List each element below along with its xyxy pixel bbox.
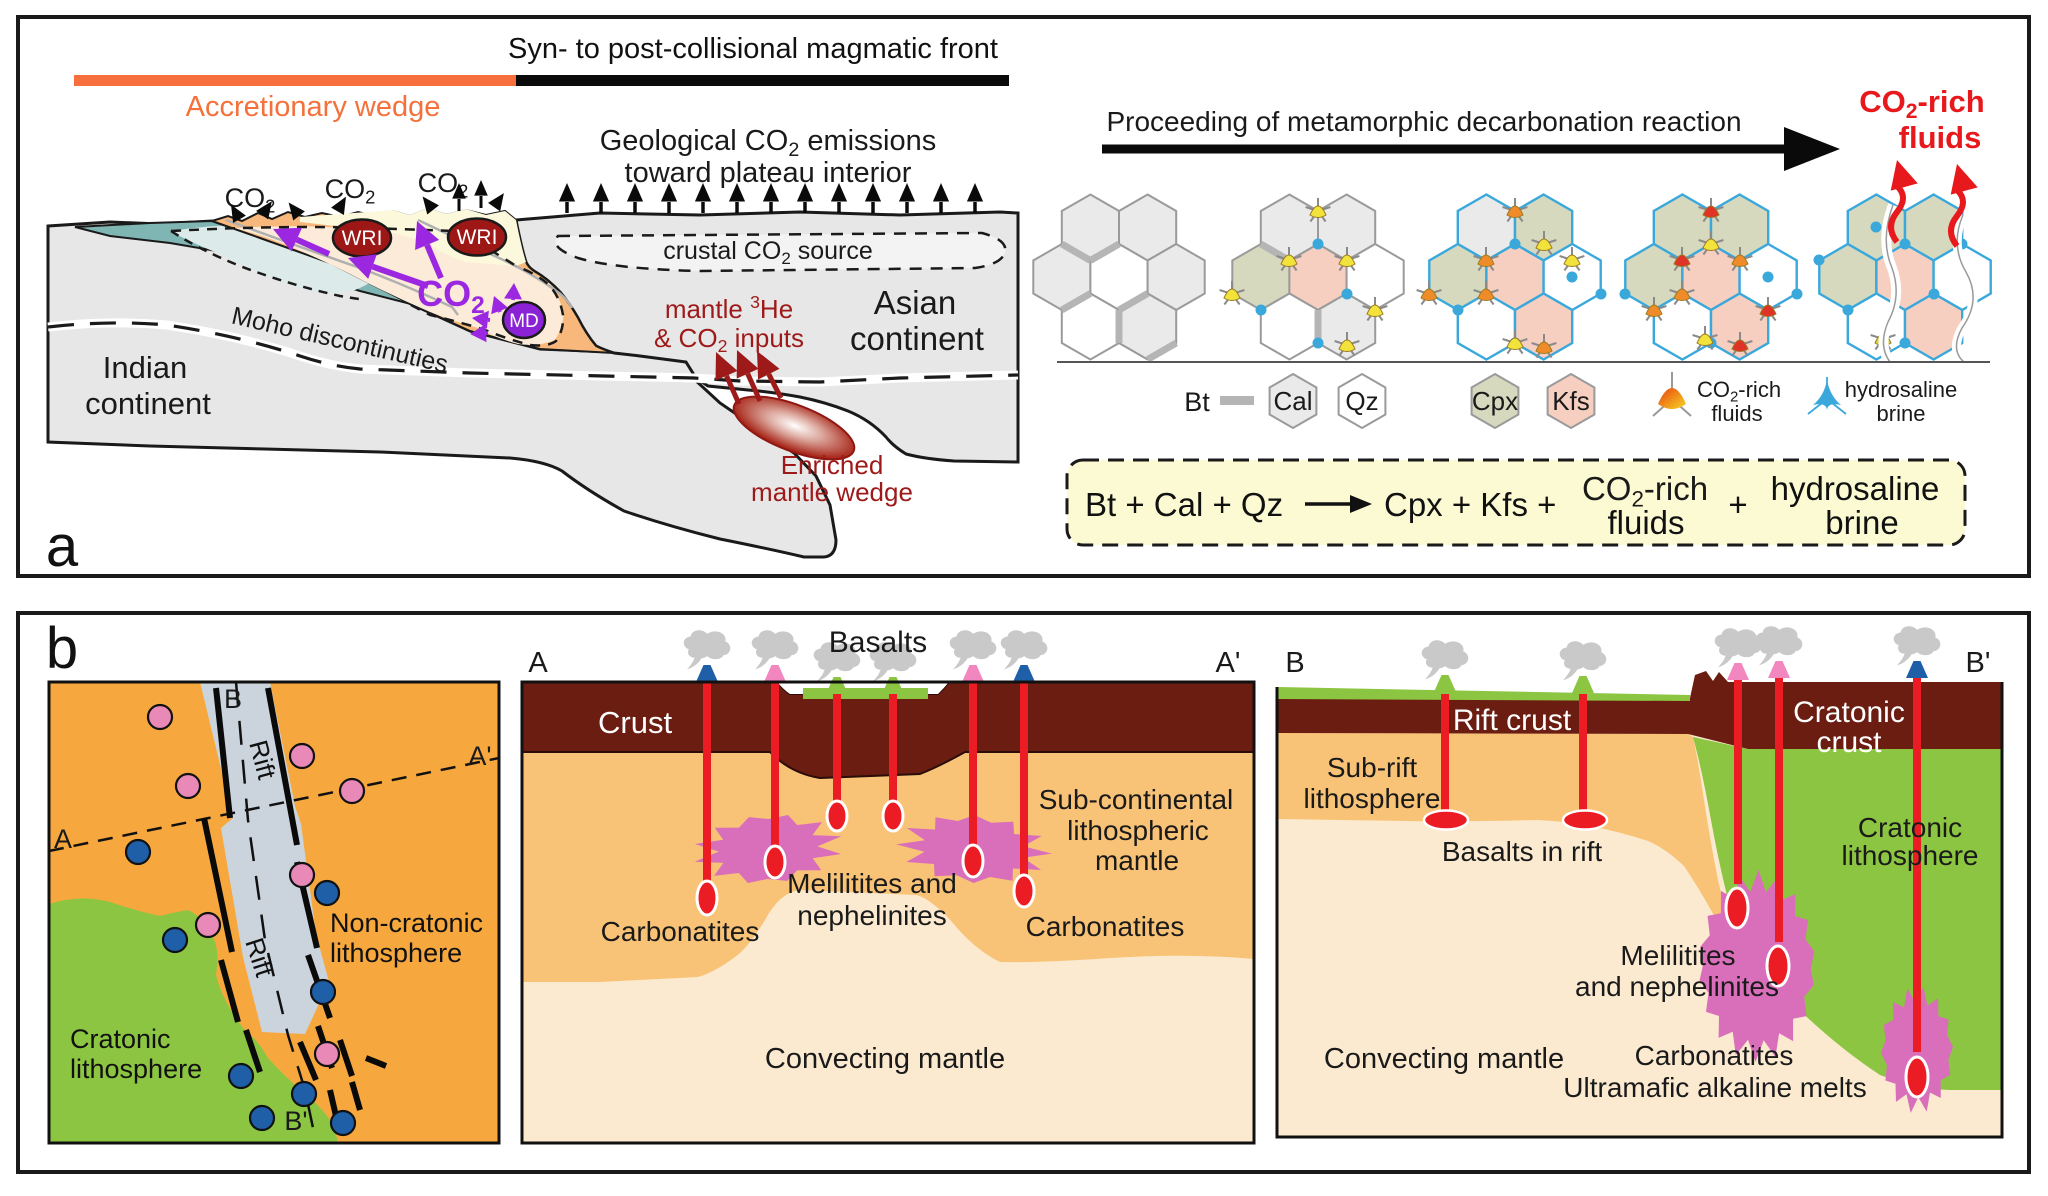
svg-text:brine: brine (1825, 504, 1898, 541)
svg-text:Basalts: Basalts (829, 626, 927, 659)
svg-text:lithosphere: lithosphere (330, 938, 462, 968)
svg-text:Cratonic: Cratonic (1793, 696, 1905, 729)
svg-text:Sub-continental: Sub-continental (1039, 784, 1234, 815)
svg-text:Carbonatites: Carbonatites (1635, 1040, 1794, 1071)
svg-text:B': B' (1966, 647, 1991, 679)
svg-text:Carbonatites: Carbonatites (601, 916, 760, 947)
svg-text:Proceeding of metamorphic deca: Proceeding of metamorphic decarbonation … (1106, 106, 1741, 137)
svg-text:mantle wedge: mantle wedge (751, 477, 913, 507)
svg-text:a: a (46, 514, 79, 579)
svg-text:Convecting mantle: Convecting mantle (1324, 1043, 1564, 1075)
svg-text:Sub-rift: Sub-rift (1327, 752, 1417, 783)
svg-text:Rift crust: Rift crust (1453, 704, 1572, 737)
svg-text:Cratonic: Cratonic (1858, 812, 1962, 843)
svg-text:crust: crust (1816, 726, 1882, 759)
svg-text:brine: brine (1877, 401, 1926, 426)
svg-text:hydrosaline: hydrosaline (1771, 470, 1940, 507)
svg-text:Bt + Cal + Qz: Bt + Cal + Qz (1085, 486, 1283, 523)
svg-text:A': A' (468, 741, 491, 771)
svg-text:+: + (1728, 486, 1747, 523)
svg-text:toward plateau interior: toward plateau interior (625, 157, 912, 189)
svg-text:Convecting mantle: Convecting mantle (765, 1043, 1005, 1075)
svg-text:Asian: Asian (874, 284, 957, 321)
svg-text:Indian: Indian (103, 350, 187, 385)
svg-text:Cpx + Kfs +: Cpx + Kfs + (1384, 486, 1556, 523)
svg-text:Ultramafic alkaline melts: Ultramafic alkaline melts (1563, 1072, 1866, 1103)
svg-text:and nephelinites: and nephelinites (1575, 971, 1779, 1002)
svg-text:A: A (54, 824, 72, 854)
svg-text:lithosphere: lithosphere (1842, 840, 1979, 871)
svg-text:continent: continent (85, 386, 211, 421)
svg-text:Geological CO2 emissions: Geological CO2 emissions (600, 125, 937, 161)
svg-text:hydrosaline: hydrosaline (1845, 377, 1958, 402)
svg-text:mantle 3He: mantle 3He (665, 292, 793, 324)
svg-text:Melilitites: Melilitites (1620, 940, 1735, 971)
svg-text:& CO2 inputs: & CO2 inputs (654, 323, 804, 356)
svg-text:lithospheric: lithospheric (1067, 815, 1209, 846)
svg-text:Crust: Crust (598, 705, 672, 740)
svg-text:MD: MD (509, 311, 539, 332)
svg-text:Enriched: Enriched (781, 450, 884, 480)
svg-text:Bt: Bt (1184, 387, 1210, 417)
svg-text:Cratonic: Cratonic (70, 1024, 171, 1054)
svg-text:CO2-rich: CO2-rich (1859, 84, 1984, 123)
svg-text:WRI: WRI (457, 226, 498, 249)
svg-text:lithosphere: lithosphere (70, 1054, 202, 1084)
svg-text:B': B' (284, 1106, 307, 1136)
svg-text:B: B (224, 684, 242, 714)
svg-text:fluids: fluids (1607, 504, 1684, 541)
svg-text:Qz: Qz (1345, 386, 1378, 416)
svg-text:fluids: fluids (1711, 401, 1762, 426)
svg-text:B: B (1285, 647, 1304, 679)
svg-text:nephelinites: nephelinites (797, 900, 946, 931)
svg-text:continent: continent (850, 320, 984, 357)
svg-text:crustal CO2 source: crustal CO2 source (663, 237, 873, 268)
svg-text:fluids: fluids (1899, 120, 1982, 155)
svg-text:Syn- to post-collisional magma: Syn- to post-collisional magmatic front (508, 33, 998, 65)
svg-text:A': A' (1216, 647, 1241, 679)
svg-text:Cal: Cal (1273, 386, 1312, 416)
svg-text:mantle: mantle (1095, 845, 1179, 876)
svg-text:Kfs: Kfs (1552, 386, 1590, 416)
svg-text:Melilitites and: Melilitites and (787, 868, 957, 899)
svg-text:b: b (46, 616, 78, 681)
svg-text:WRI: WRI (342, 227, 383, 250)
svg-text:Accretionary wedge: Accretionary wedge (186, 91, 441, 123)
svg-text:Basalts in rift: Basalts in rift (1442, 836, 1602, 867)
svg-text:Cpx: Cpx (1472, 386, 1518, 416)
svg-text:Non-cratonic: Non-cratonic (330, 908, 483, 938)
svg-text:Carbonatites: Carbonatites (1026, 911, 1185, 942)
svg-text:A: A (528, 647, 548, 679)
svg-text:lithosphere: lithosphere (1304, 783, 1441, 814)
